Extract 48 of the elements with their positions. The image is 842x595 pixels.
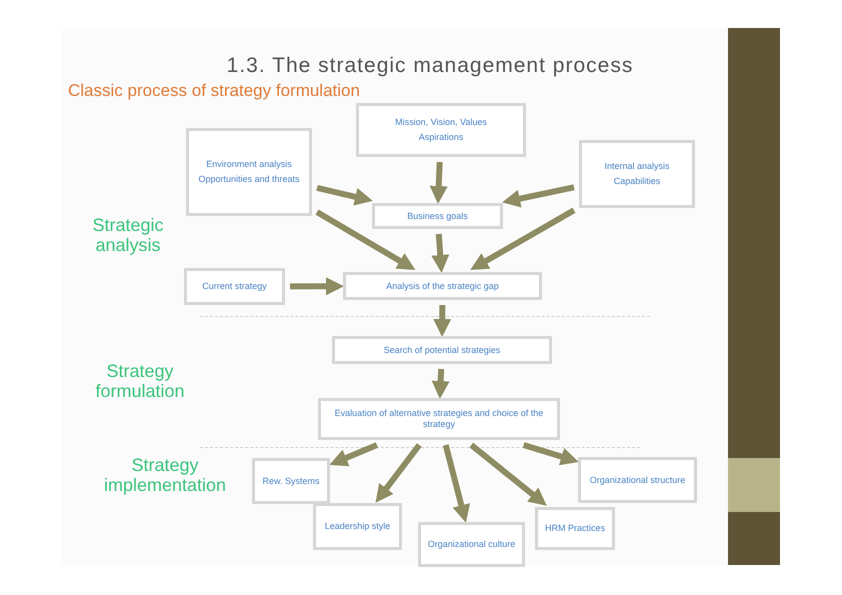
box-text: Mission, Vision, Values	[395, 117, 487, 128]
process-box	[418, 522, 525, 567]
box-text: Analysis of the strategic gap	[386, 280, 499, 292]
arrow	[470, 208, 576, 270]
process-box	[252, 458, 330, 504]
arrow	[433, 304, 452, 337]
arrow	[290, 277, 344, 296]
process-box	[578, 457, 697, 503]
slide-title: 1.3. The strategic management process	[226, 54, 634, 78]
arrow	[442, 444, 470, 523]
box-text: Evaluation of alternative strategies and choice of the strategy	[334, 408, 544, 430]
arrow	[432, 368, 450, 399]
process-box	[356, 103, 526, 157]
arrow	[469, 442, 547, 506]
box-text: Environment analysis	[206, 159, 292, 170]
process-box	[343, 272, 542, 300]
box-text: Organizational structure	[590, 474, 686, 486]
section-label: Classic process of strategy formulation	[68, 82, 361, 101]
process-box	[372, 203, 503, 229]
box-text: Aspirations	[418, 132, 464, 143]
box-text: Leadership style	[324, 521, 390, 532]
box-text: Current strategy	[202, 281, 267, 292]
box-text: Opportunities and threats	[198, 174, 300, 185]
box-text: Capabilities	[614, 176, 660, 187]
arrow	[329, 442, 378, 466]
process-box	[318, 398, 560, 440]
process-box	[579, 140, 695, 208]
process-box	[332, 336, 552, 364]
arrow	[316, 184, 373, 206]
box-text: Rew. Systems	[262, 476, 320, 486]
process-box	[313, 503, 402, 550]
process-box	[184, 268, 285, 305]
section-label: Strategic analysis	[91, 216, 165, 256]
box-text: Business goals	[407, 210, 468, 222]
box-text: Search of potential strategies	[384, 344, 500, 356]
arrow	[375, 443, 422, 503]
arrow	[315, 209, 416, 270]
arrow	[430, 162, 448, 204]
arrow	[522, 442, 579, 466]
process-box	[186, 128, 312, 216]
process-box	[535, 507, 615, 550]
arrow	[502, 184, 575, 208]
arrow	[431, 234, 450, 273]
box-text: Organizational culture	[428, 539, 516, 550]
section-label: Strategy implementation	[102, 456, 228, 496]
box-text: Internal analysis	[604, 161, 670, 172]
section-label: Strategy formulation	[94, 362, 186, 402]
box-text: HRM Practices	[544, 523, 605, 534]
